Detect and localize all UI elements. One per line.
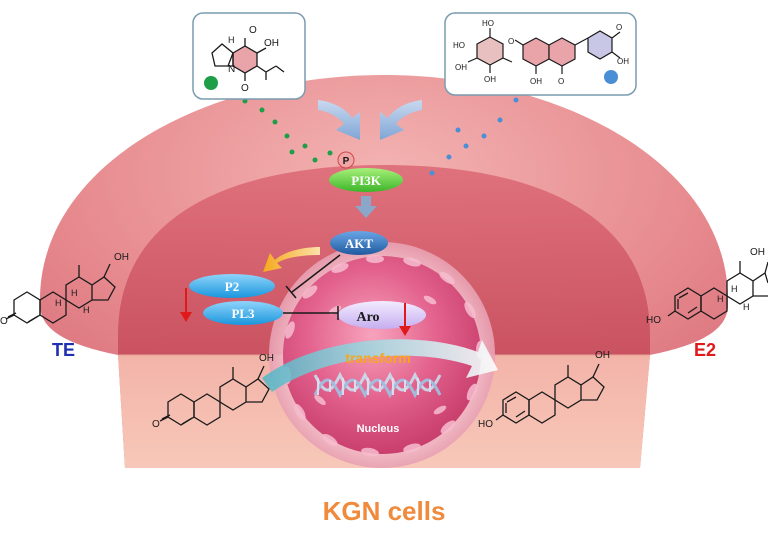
- atom-label: OH: [617, 57, 629, 66]
- pi3k-node: PI3K: [329, 168, 403, 192]
- atom-label: O: [616, 23, 622, 32]
- estradiol-structure-outer: [667, 261, 768, 320]
- atom-label: OH: [530, 77, 542, 86]
- p2-node: P2: [189, 274, 275, 298]
- atom-label: H: [731, 284, 738, 294]
- pl3-node: PL3: [203, 301, 283, 325]
- nucleus-label: Nucleus: [357, 423, 400, 435]
- aro-node: Aro: [338, 301, 426, 329]
- green-compound-dots: [242, 98, 333, 163]
- phospho-label: P: [343, 156, 350, 167]
- atom-label: O: [249, 25, 257, 36]
- atom-label: HO: [646, 315, 661, 326]
- flavonoid-glycoside-structure: [467, 28, 621, 74]
- blue-compound-dots: [429, 97, 519, 176]
- atom-label: N: [228, 64, 235, 75]
- testosterone-structure-inner: [159, 365, 270, 426]
- green-marker-dot: [204, 76, 218, 90]
- pi3k-to-akt-arrow: [355, 196, 377, 218]
- inhibition-lines: [283, 254, 341, 320]
- atom-label: OH: [750, 247, 765, 258]
- testosterone-structure-outer: [5, 263, 116, 324]
- compound-box-left: O H OH N O: [192, 12, 306, 100]
- atom-label: O: [508, 37, 514, 46]
- transform-arrow: [262, 339, 498, 392]
- atom-label: O: [152, 419, 160, 430]
- kgn-cells-label: KGN cells: [323, 496, 446, 526]
- pi3k-label: PI3K: [351, 173, 382, 188]
- atom-label: OH: [264, 38, 279, 49]
- atom-label: HO: [478, 419, 493, 430]
- atom-label: HO: [482, 19, 494, 28]
- compound-box-right: HO HO OH OH O OH O O OH: [444, 12, 637, 96]
- aro-label: Aro: [356, 310, 379, 325]
- p2-label: P2: [225, 279, 239, 294]
- e2-label: E2: [694, 340, 716, 360]
- pl3-label: PL3: [231, 306, 255, 321]
- phospho-badge: P: [337, 151, 355, 169]
- entry-arrows: [318, 100, 422, 140]
- atom-label: H: [83, 305, 90, 315]
- transform-label: transform: [345, 350, 410, 366]
- akt-label: AKT: [345, 236, 374, 251]
- atom-label: O: [558, 77, 564, 86]
- atom-label: O: [241, 83, 249, 94]
- estradiol-structure-inner: [495, 363, 605, 424]
- atom-label: H: [228, 35, 235, 45]
- atom-label: H: [743, 302, 750, 312]
- te-label: TE: [52, 340, 75, 360]
- atom-label: OH: [484, 75, 496, 84]
- akt-node: AKT: [330, 231, 388, 255]
- atom-label: H: [71, 288, 78, 298]
- atom-label: H: [717, 294, 724, 304]
- atom-label: H: [55, 298, 62, 308]
- atom-label: OH: [595, 350, 610, 361]
- atom-label: OH: [114, 252, 129, 263]
- atom-label: OH: [455, 63, 467, 72]
- down-arrows: [180, 288, 411, 336]
- dna-strands: [313, 371, 442, 399]
- diketopiperazine-structure: [211, 38, 285, 81]
- blue-marker-dot: [604, 70, 618, 84]
- akt-to-p2-arrow: [263, 247, 320, 272]
- atom-label: OH: [259, 353, 274, 364]
- atom-label: O: [0, 316, 8, 327]
- atom-label: HO: [453, 41, 465, 50]
